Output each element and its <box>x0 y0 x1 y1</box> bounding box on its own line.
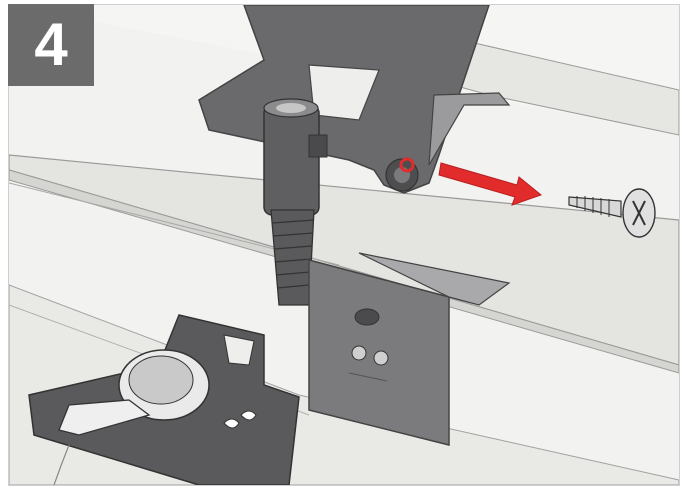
mounting-plate <box>308 252 511 446</box>
lower-bracket <box>28 314 300 485</box>
red-arrow-icon <box>438 162 543 206</box>
highlight-circle-icon <box>399 157 415 173</box>
assembly-illustration <box>9 5 679 485</box>
illustration-frame <box>8 4 680 486</box>
threaded-bolt <box>263 98 328 306</box>
rail-top-surface <box>9 154 679 366</box>
step-number-badge: 4 <box>8 4 94 86</box>
screw-icon <box>568 188 656 238</box>
hinge-arm <box>198 5 511 194</box>
